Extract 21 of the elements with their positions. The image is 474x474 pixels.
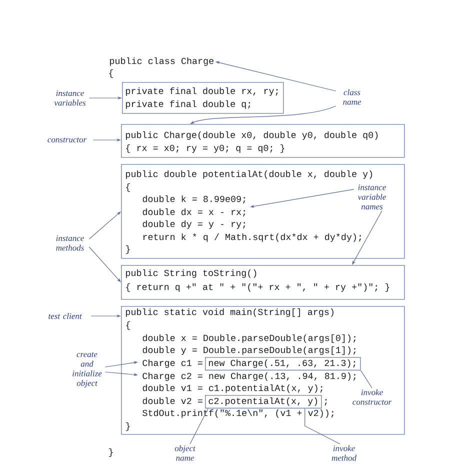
code-line: } [108,448,113,457]
code-line: { [109,69,113,78]
annotation-label: instance variable names [358,184,386,210]
annotation-label: instance variables [54,90,86,106]
leader-line [360,370,372,388]
code-box: public Charge(double x0, double y0, double q0) { rx = x0; ry = y0; q = q0; } [121,124,405,158]
annotation-label: create and initialize object [72,352,102,388]
annotation-label: instance methods [56,235,84,251]
annotation-label: invoke method [332,445,357,461]
code-box: public String toString() { return q +" at " + "("+ rx + ", " + ry +")"; } [121,265,405,300]
highlight-box: c2.potentialAt(x, y) [205,395,322,409]
highlight-box: new Charge(.51, .63, 21.3); [205,357,361,371]
code-line: public class Charge [110,57,214,66]
annotation-label: object name [174,445,196,461]
annotation-label: constructor [48,138,87,142]
leader-line [190,408,208,444]
annotation-label: test client [48,313,82,319]
leader-line [304,408,340,444]
annotation-label: class name [343,89,361,105]
code-box: private final double rx, ry; private final double q; [122,82,284,114]
annotation-label: invoke constructor [352,389,392,405]
